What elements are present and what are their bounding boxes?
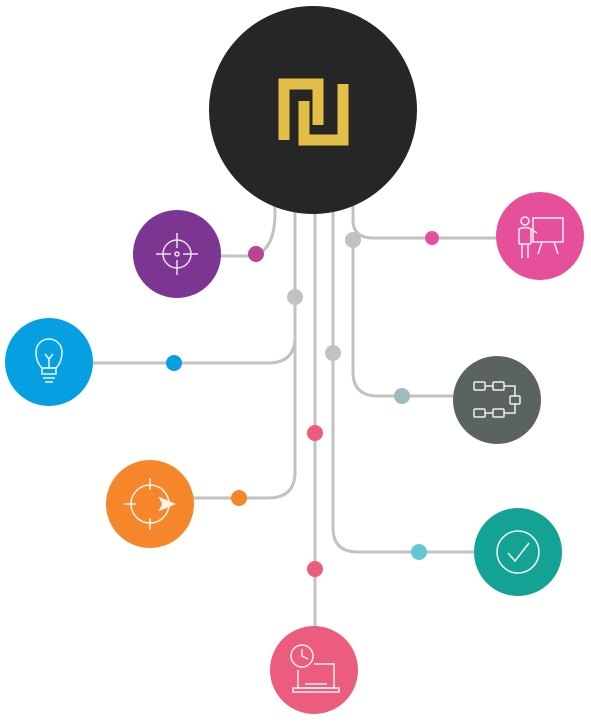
node-workflow[interactable] — [453, 356, 541, 444]
connector-presentation — [351, 203, 502, 240]
node-presentation[interactable] — [496, 192, 584, 280]
node-workflow-circle — [453, 356, 541, 444]
connector-workflow — [351, 236, 457, 398]
lightbulb-icon — [35, 338, 63, 383]
node-schedule-circle — [270, 626, 358, 714]
node-target-circle — [133, 210, 221, 298]
node-cycle-circle — [106, 460, 194, 548]
shekel-logo-icon — [278, 78, 349, 146]
dot-cycle — [231, 490, 247, 506]
connector-approve — [331, 210, 480, 554]
dot-presentation — [425, 231, 439, 245]
node-approve[interactable] — [474, 508, 562, 596]
connector-dots — [166, 231, 439, 577]
dot-center-lower — [307, 561, 323, 577]
dot-center-upper — [307, 425, 323, 441]
cycle-arrow-icon — [124, 478, 176, 530]
node-schedule[interactable] — [270, 626, 358, 714]
dot-junction-right — [325, 345, 341, 361]
dot-idea — [166, 355, 182, 371]
connector-target — [213, 203, 277, 258]
checkmark-icon — [496, 530, 540, 574]
dot-target — [248, 246, 264, 262]
crosshair-icon — [156, 233, 198, 275]
hub[interactable] — [209, 6, 417, 214]
clock-laptop-icon — [290, 644, 340, 693]
dot-approve — [411, 544, 427, 560]
presentation-board-icon — [518, 216, 564, 258]
node-approve-circle — [474, 508, 562, 596]
flowchart-icon — [473, 381, 521, 418]
node-presentation-circle — [496, 192, 584, 280]
dot-junction-top — [345, 232, 361, 248]
node-target[interactable] — [133, 210, 221, 298]
node-cycle[interactable] — [106, 460, 194, 548]
dot-junction-left — [287, 289, 303, 305]
dot-workflow — [394, 388, 410, 404]
node-idea[interactable] — [5, 318, 93, 406]
connector-cycle — [188, 335, 297, 500]
connector-lines — [88, 203, 502, 630]
